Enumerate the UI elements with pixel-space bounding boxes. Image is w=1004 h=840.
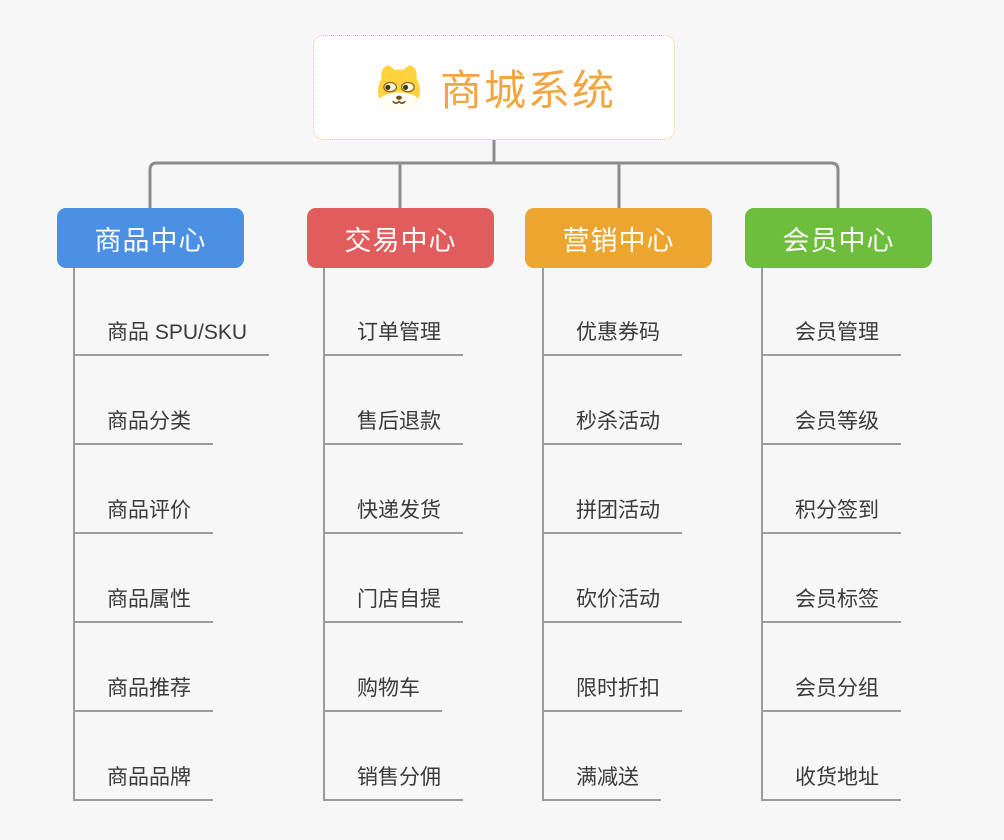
leaf-node[interactable]: 满减送: [542, 765, 661, 801]
leaf-node[interactable]: 限时折扣: [542, 676, 682, 712]
bracket-line: [148, 161, 840, 208]
root-title: 商城系统: [439, 67, 616, 114]
branch-member-center[interactable]: 会员中心: [745, 208, 932, 268]
leaf-node[interactable]: 优惠券码: [542, 320, 682, 356]
branch-connector-line: [73, 268, 75, 801]
leaf-node[interactable]: 会员标签: [761, 587, 901, 623]
leaf-node[interactable]: 商品品牌: [73, 765, 213, 801]
leaf-node[interactable]: 商品分类: [73, 409, 213, 445]
branch-connector-line: [542, 268, 544, 801]
leaf-node[interactable]: 订单管理: [323, 320, 463, 356]
leaf-node[interactable]: 会员等级: [761, 409, 901, 445]
branch-column-trade: 订单管理 售后退款 快递发货 门店自提 购物车 销售分佣: [323, 268, 573, 803]
branch-connector-line: [761, 268, 763, 801]
leaf-node[interactable]: 商品评价: [73, 498, 213, 534]
leaf-node[interactable]: 积分签到: [761, 498, 901, 534]
leaf-node[interactable]: 快递发货: [323, 498, 463, 534]
leaf-node[interactable]: 砍价活动: [542, 587, 682, 623]
branch-connector-line: [323, 268, 325, 801]
leaf-node[interactable]: 售后退款: [323, 409, 463, 445]
dog-face-icon: [377, 64, 421, 112]
leaf-node[interactable]: 商品 SPU/SKU: [73, 320, 270, 356]
branch-column-member: 会员管理 会员等级 积分签到 会员标签 会员分组 收货地址: [761, 268, 1004, 803]
branch-product-center[interactable]: 商品中心: [57, 208, 244, 268]
branch-trade-center[interactable]: 交易中心: [307, 208, 494, 268]
leaf-node[interactable]: 收货地址: [761, 765, 901, 801]
leaf-node[interactable]: 会员分组: [761, 676, 901, 712]
leaf-node[interactable]: 销售分佣: [323, 765, 463, 801]
branch-column-product: 商品 SPU/SKU 商品分类 商品评价 商品属性 商品推荐 商品品牌: [73, 268, 323, 803]
leaf-node[interactable]: 商品属性: [73, 587, 213, 623]
branch-marketing-center[interactable]: 营销中心: [525, 208, 712, 268]
leaf-node[interactable]: 拼团活动: [542, 498, 682, 534]
root-node[interactable]: 商城系统: [313, 35, 675, 140]
leaf-node[interactable]: 门店自提: [323, 587, 463, 623]
leaf-node[interactable]: 会员管理: [761, 320, 901, 356]
branch-column-marketing: 优惠券码 秒杀活动 拼团活动 砍价活动 限时折扣 满减送: [542, 268, 792, 803]
leaf-node[interactable]: 购物车: [323, 676, 442, 712]
leaf-node[interactable]: 秒杀活动: [542, 409, 682, 445]
leaf-node[interactable]: 商品推荐: [73, 676, 213, 712]
